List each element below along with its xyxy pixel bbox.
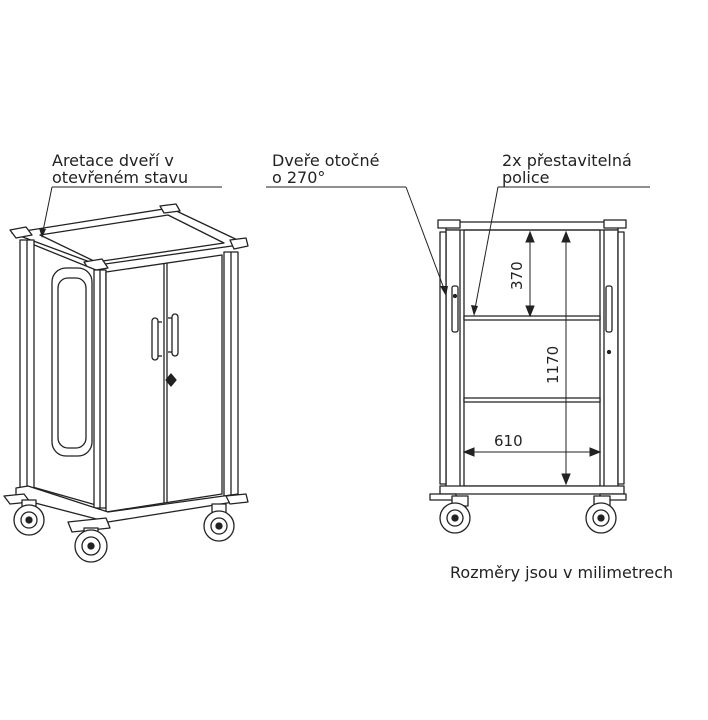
- door-handle: [451, 285, 459, 333]
- caster-wheel: [585, 495, 617, 534]
- lock-icon: [165, 373, 177, 387]
- caster-wheel: [13, 499, 45, 536]
- side-window-inner: [57, 277, 87, 449]
- cart-top-inset: [39, 214, 225, 263]
- arrowhead: [471, 305, 478, 316]
- callout-leaders: [41, 186, 650, 315]
- arrowhead: [39, 228, 46, 238]
- right-post: [603, 229, 619, 489]
- door-handle: [605, 285, 613, 333]
- open-door-right: [617, 231, 625, 485]
- inner-frame: [463, 229, 601, 487]
- base-bracket: [225, 493, 249, 505]
- callout-door-lock-line1: Aretace dveří v: [52, 151, 174, 170]
- cart-front-view: [429, 219, 627, 534]
- callout-door-lock-line2: otevřeném stavu: [52, 168, 188, 187]
- dimension-lines: [462, 230, 602, 486]
- side-window: [51, 267, 93, 457]
- shelf-lower: [463, 397, 601, 403]
- arrowhead: [440, 286, 448, 296]
- caster-wheel: [74, 527, 108, 563]
- top-rail: [445, 221, 619, 231]
- caster-wheel: [203, 503, 235, 542]
- corner-bracket: [603, 219, 627, 229]
- corner-bracket: [437, 219, 461, 229]
- shelf-upper: [463, 315, 601, 321]
- dimension-inner-height: 1170: [544, 346, 562, 384]
- callout-door-swing-line2: o 270°: [272, 168, 325, 187]
- callout-shelves-line2: police: [502, 168, 549, 187]
- caster-wheel: [439, 495, 471, 534]
- corner-bracket: [159, 203, 181, 214]
- corner-bracket: [229, 237, 249, 250]
- base-rail: [439, 485, 625, 495]
- door-handle-right: [168, 313, 179, 357]
- callout-shelves-line1: 2x přestavitelná: [502, 151, 632, 170]
- cart-isometric-view: [3, 203, 249, 563]
- callout-door-swing-line1: Dveře otočné: [272, 151, 379, 170]
- dimension-shelf-gap: 370: [508, 261, 526, 290]
- corner-bracket: [9, 226, 33, 239]
- footnote-units: Rozměry jsou v milimetrech: [450, 563, 673, 582]
- open-door-left: [439, 231, 447, 485]
- door-handle-left: [151, 317, 162, 361]
- base-bracket: [67, 517, 111, 533]
- left-post: [445, 229, 461, 489]
- dimension-inner-width: 610: [494, 432, 523, 450]
